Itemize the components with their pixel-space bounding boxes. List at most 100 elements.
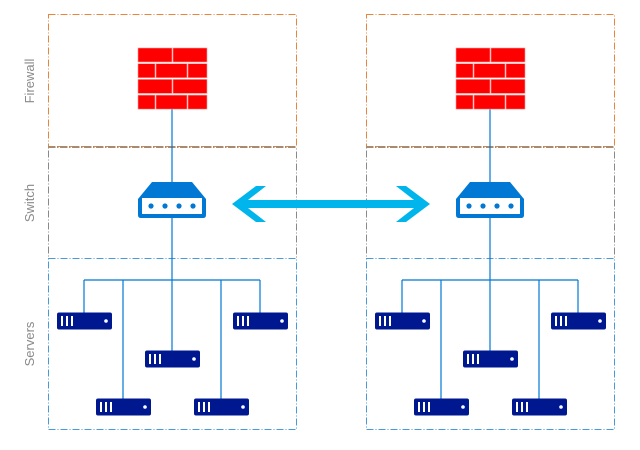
server-slot [418, 402, 420, 412]
firewall-brick [455, 94, 474, 110]
server-icon [233, 312, 288, 330]
server-body [194, 398, 249, 416]
server-slot [61, 316, 63, 326]
server-slot [555, 316, 557, 326]
server-slot [159, 354, 161, 364]
server-led [280, 319, 284, 323]
switch-port [480, 203, 486, 209]
server-body [233, 312, 288, 330]
firewall-brick [455, 63, 474, 79]
server-icon [414, 398, 469, 416]
switch-port [494, 203, 500, 209]
firewall-brick [490, 47, 526, 63]
firewall-brick [505, 63, 526, 79]
server-slot [71, 316, 73, 326]
server-slot [110, 402, 112, 412]
server-slot [565, 316, 567, 326]
firewall-brick [172, 79, 208, 94]
switch-port [162, 203, 168, 209]
server-slot [149, 354, 151, 364]
server-body [551, 312, 606, 330]
zone-label-firewall: Firewall [22, 59, 37, 104]
firewall-brick [137, 79, 173, 94]
server-slot [526, 402, 528, 412]
firewall-brick [455, 47, 491, 63]
server-icon [375, 312, 430, 330]
server-slot [198, 402, 200, 412]
firewall-brick [473, 63, 506, 79]
server-led [143, 405, 147, 409]
switch-port [508, 203, 514, 209]
server-slot [203, 402, 205, 412]
firewall-brick [473, 94, 506, 110]
switch-icon [138, 182, 206, 218]
firewall-brick [172, 47, 208, 63]
server-slot [521, 402, 523, 412]
server-slot [428, 402, 430, 412]
server-body [512, 398, 567, 416]
server-slot [105, 402, 107, 412]
server-led [559, 405, 563, 409]
switch-link-arrow-icon [232, 186, 430, 222]
server-icon [512, 398, 567, 416]
server-led [192, 357, 196, 361]
server-slot [208, 402, 210, 412]
firewall-icon [455, 47, 526, 110]
bidirectional-arrow [232, 186, 430, 222]
switch-port [466, 203, 472, 209]
site-right [375, 47, 606, 416]
server-slot [237, 316, 239, 326]
server-icon [145, 350, 200, 368]
server-slot [66, 316, 68, 326]
server-slot [384, 316, 386, 326]
server-led [598, 319, 602, 323]
server-slot [423, 402, 425, 412]
server-icon [194, 398, 249, 416]
firewall-brick [455, 79, 491, 94]
site-left [57, 47, 288, 416]
server-slot [100, 402, 102, 412]
server-icon [96, 398, 151, 416]
firewall-brick [137, 63, 156, 79]
switch-port [148, 203, 154, 209]
switch-icon [456, 182, 524, 218]
server-slot [154, 354, 156, 364]
server-icon [57, 312, 112, 330]
server-slot [472, 354, 474, 364]
server-body [57, 312, 112, 330]
switch-port-panel [460, 198, 520, 214]
server-body [375, 312, 430, 330]
server-body [463, 350, 518, 368]
server-led [241, 405, 245, 409]
server-body [414, 398, 469, 416]
server-slot [389, 316, 391, 326]
switch-port [190, 203, 196, 209]
firewall-brick [137, 47, 173, 63]
firewall-brick [155, 63, 188, 79]
server-led [104, 319, 108, 323]
server-led [510, 357, 514, 361]
zone-label-servers: Servers [22, 321, 37, 366]
server-led [461, 405, 465, 409]
server-slot [477, 354, 479, 364]
server-icon [463, 350, 518, 368]
firewall-icon [137, 47, 208, 110]
server-slot [516, 402, 518, 412]
switch-port [176, 203, 182, 209]
server-slot [560, 316, 562, 326]
firewall-brick [187, 94, 208, 110]
firewall-brick [490, 79, 526, 94]
zone-label-switch: Switch [22, 184, 37, 222]
server-slot [379, 316, 381, 326]
server-slot [467, 354, 469, 364]
server-slot [242, 316, 244, 326]
firewall-brick [187, 63, 208, 79]
server-body [96, 398, 151, 416]
server-icon [551, 312, 606, 330]
server-led [422, 319, 426, 323]
firewall-brick [505, 94, 526, 110]
firewall-brick [137, 94, 156, 110]
switch-port-panel [142, 198, 202, 214]
server-slot [247, 316, 249, 326]
